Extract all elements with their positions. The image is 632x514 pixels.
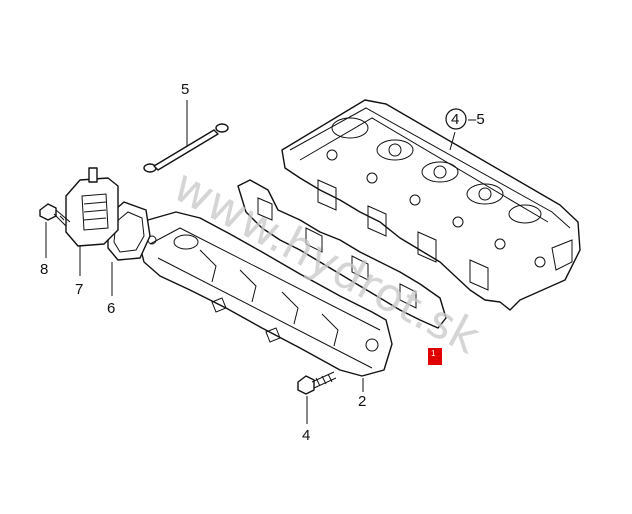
callout-7: 7: [75, 281, 83, 298]
leader-lines: [45, 100, 456, 424]
svg-text:–5: –5: [468, 111, 485, 128]
callout-5: 5: [181, 81, 189, 98]
red-position-marker: 1: [428, 348, 442, 365]
connecting-wire: [143, 123, 229, 173]
callout-2: 2: [358, 393, 366, 410]
callout-4: 4: [302, 427, 310, 444]
svg-text:4: 4: [451, 111, 459, 128]
manifold-gasket: [237, 179, 447, 329]
svg-text:1: 1: [431, 349, 436, 358]
bolt: [297, 371, 337, 395]
cylinder-head: [281, 99, 581, 311]
cover-plate: [65, 167, 119, 247]
callout-4-5: 4 –5: [445, 108, 485, 130]
callout-6: 6: [107, 300, 115, 317]
callout-8: 8: [40, 261, 48, 278]
stud-bolt-small: [39, 203, 71, 227]
exhaust-manifold: [137, 211, 393, 377]
